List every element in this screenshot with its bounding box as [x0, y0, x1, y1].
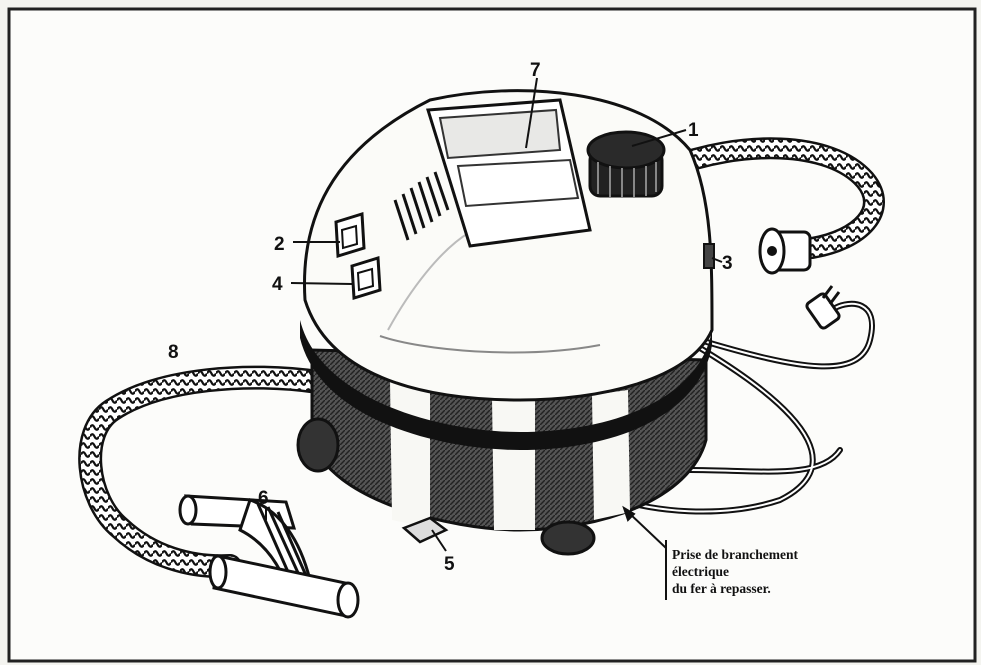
- callout-2: 2: [274, 234, 285, 255]
- callout-1: 1: [688, 120, 699, 141]
- leader-lines: [265, 77, 723, 600]
- callout-6: 6: [258, 488, 269, 509]
- tank-base: [300, 320, 712, 532]
- caption-line-3: du fer à repasser.: [672, 581, 771, 596]
- iron-outlet: [703, 243, 715, 269]
- top-reservoir: [426, 98, 592, 248]
- filler-cap: [586, 130, 666, 198]
- callout-4: 4: [272, 274, 283, 295]
- iron-connector: [758, 227, 812, 275]
- caption-line-1: Prise de branchement: [672, 547, 798, 562]
- callout-7: 7: [530, 60, 541, 81]
- plug-icon: [805, 285, 841, 330]
- caption-line-2: électrique: [672, 564, 729, 579]
- switch-2: [334, 212, 366, 258]
- wheel-front: [540, 520, 596, 556]
- callout-8: 8: [168, 342, 179, 363]
- callout-5: 5: [444, 554, 455, 575]
- switch-4: [350, 256, 382, 300]
- foot-pedal: [401, 516, 449, 544]
- wheel-left: [296, 417, 340, 473]
- callout-3: 3: [722, 253, 733, 274]
- iron-socket-caption: Prise de branchement électrique du fer à…: [672, 546, 798, 597]
- vent-grille: [393, 171, 450, 241]
